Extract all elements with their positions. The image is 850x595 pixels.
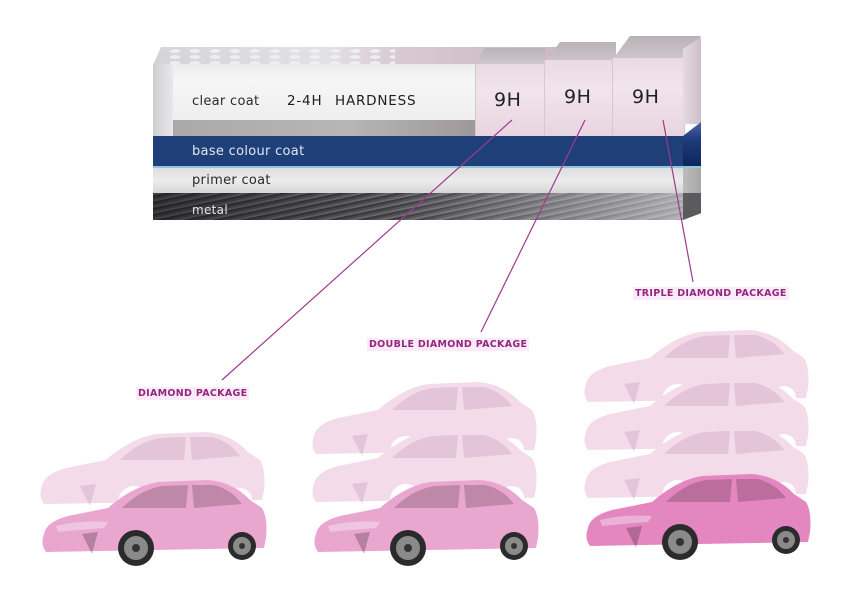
double-diamond-connector-line bbox=[480, 119, 586, 333]
car-icon bbox=[310, 472, 542, 570]
car-icon bbox=[38, 472, 270, 570]
triple-diamond-package-label: TRIPLE DIAMOND PACKAGE bbox=[633, 287, 789, 300]
base-coat-highlight bbox=[153, 166, 701, 168]
base-colour-coat-side bbox=[683, 122, 701, 166]
clear-coat-left-edge bbox=[153, 64, 173, 136]
clear-coat-label: clear coat bbox=[192, 94, 260, 109]
metal-layer bbox=[153, 193, 683, 220]
ceramic-block-1 bbox=[475, 64, 545, 136]
ceramic-block-2-top bbox=[544, 42, 616, 64]
ceramic-block-3-hardness: 9H bbox=[632, 86, 660, 108]
ceramic-block-1-hardness: 9H bbox=[494, 89, 522, 111]
clear-coat-hardness-label: HARDNESS bbox=[335, 93, 417, 109]
clear-coat-hardness-value: 2-4H bbox=[287, 93, 323, 109]
ceramic-block-3-side bbox=[683, 37, 701, 124]
clear-coat-texture bbox=[165, 48, 395, 64]
metal-side bbox=[683, 193, 701, 220]
double-diamond-package-label: DOUBLE DIAMOND PACKAGE bbox=[367, 338, 530, 351]
triple-diamond-connector-line bbox=[662, 119, 694, 283]
metal-label: metal bbox=[192, 203, 228, 217]
primer-coat-side bbox=[683, 168, 701, 193]
diamond-package-label: DIAMOND PACKAGE bbox=[136, 387, 250, 400]
base-colour-coat-layer bbox=[153, 136, 683, 166]
primer-coat-layer bbox=[153, 168, 683, 193]
ceramic-block-2 bbox=[544, 60, 614, 136]
ceramic-block-1-top bbox=[475, 48, 545, 64]
car-icon bbox=[582, 466, 814, 564]
diamond-connector-line bbox=[221, 119, 513, 381]
clear-coat-layer bbox=[153, 64, 475, 124]
base-coat-label: base colour coat bbox=[192, 144, 305, 159]
clear-coat-bevel bbox=[153, 120, 475, 136]
primer-coat-label: primer coat bbox=[192, 173, 271, 188]
ceramic-block-2-hardness: 9H bbox=[564, 86, 592, 108]
